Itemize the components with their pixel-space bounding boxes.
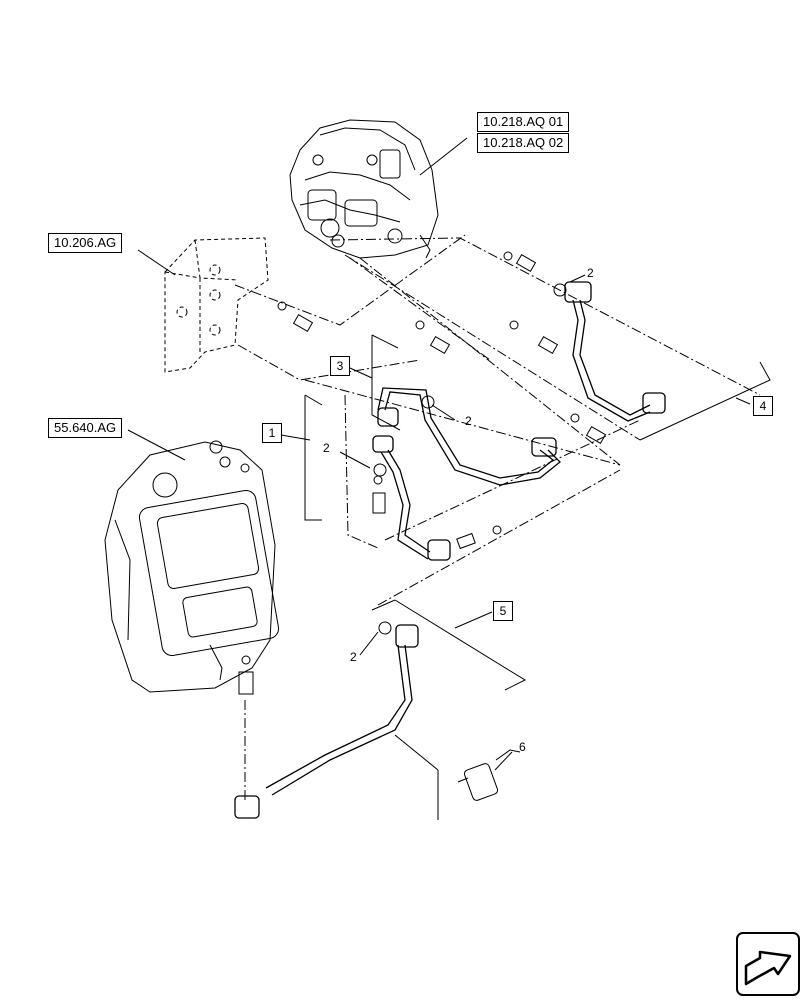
pump-ref-label-1[interactable]: 10.218.AQ 01 xyxy=(477,112,570,132)
fitting-5 xyxy=(570,413,607,445)
group1-bracket xyxy=(304,395,322,521)
item-box-1: 1 xyxy=(262,423,282,443)
callout-2-oring-left: 2 xyxy=(323,441,330,455)
sensor xyxy=(457,749,521,801)
item-box-4: 4 xyxy=(753,396,773,416)
fitting-8 xyxy=(238,655,254,695)
bracket-ref-label[interactable]: 10.206.AG xyxy=(48,233,123,253)
item-box-3: 3 xyxy=(330,356,350,376)
ecu-ref-label[interactable]: 55.640.AG xyxy=(48,418,123,438)
callout-2-oring-bottom: 2 xyxy=(350,650,357,664)
next-page-arrow-icon[interactable] xyxy=(736,932,800,996)
connection-lines xyxy=(234,234,761,800)
fuel-line-3 xyxy=(377,387,561,486)
leader-ecu-ref xyxy=(127,429,186,461)
leader-bracket-ref xyxy=(137,249,176,276)
callout-2-oring-top: 2 xyxy=(587,266,594,280)
fitting-2 xyxy=(277,301,314,333)
group3-bracket xyxy=(371,335,401,431)
pump-ref-label-2[interactable]: 10.218.AQ 02 xyxy=(477,133,570,153)
fuel-line-4 xyxy=(564,281,666,422)
group4-bracket xyxy=(639,361,771,441)
leader-pump-ref xyxy=(419,137,468,176)
fitting-1 xyxy=(503,251,537,273)
item-box-5: 5 xyxy=(493,601,513,621)
callout-6-sensor: 6 xyxy=(519,740,526,754)
callout-2-oring-mid: 2 xyxy=(465,414,472,428)
group5-bracket xyxy=(394,599,527,691)
mounting-bracket xyxy=(164,237,269,373)
o-ring xyxy=(373,283,567,635)
ecu-module xyxy=(104,440,280,693)
fitting-4 xyxy=(509,320,559,355)
fitting-6 xyxy=(456,525,502,550)
fuel-pump xyxy=(289,119,439,259)
fuel-line-1 xyxy=(372,435,451,561)
fitting-7 xyxy=(372,475,386,514)
fuel-line-5 xyxy=(234,624,419,819)
fitting-3 xyxy=(415,320,451,355)
